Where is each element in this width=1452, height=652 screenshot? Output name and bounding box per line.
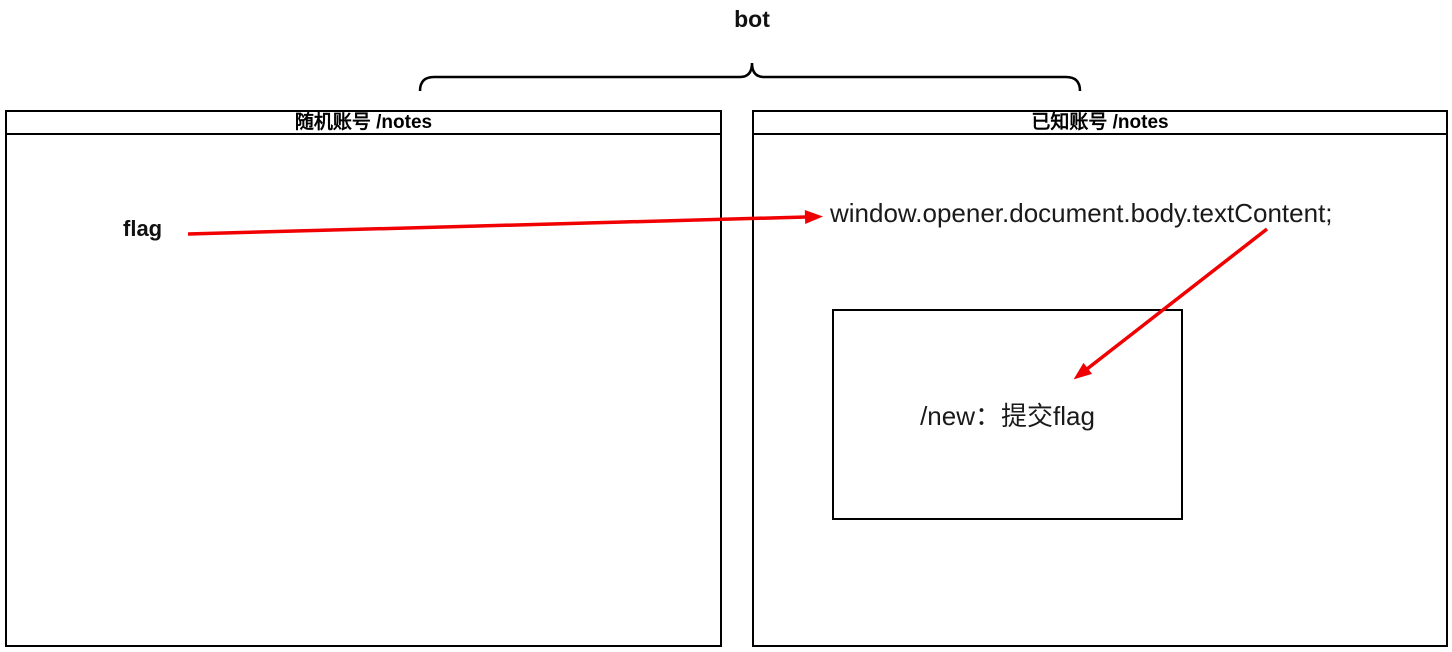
random-account-window: 随机账号 /notes flag [5,110,722,647]
opener-textcontent-code: window.opener.document.body.textContent; [830,198,1333,228]
bot-brace [418,62,1082,92]
known-account-window: 已知账号 /notes window.opener.document.body.… [752,110,1448,647]
known-account-window-title: 已知账号 /notes [754,112,1446,135]
new-endpoint-label: /new：提交flag [920,401,1095,431]
random-account-window-title: 随机账号 /notes [7,112,720,135]
flag-label: flag [123,216,163,241]
bot-label: bot [734,6,770,32]
new-endpoint-box: /new：提交flag [832,309,1183,520]
